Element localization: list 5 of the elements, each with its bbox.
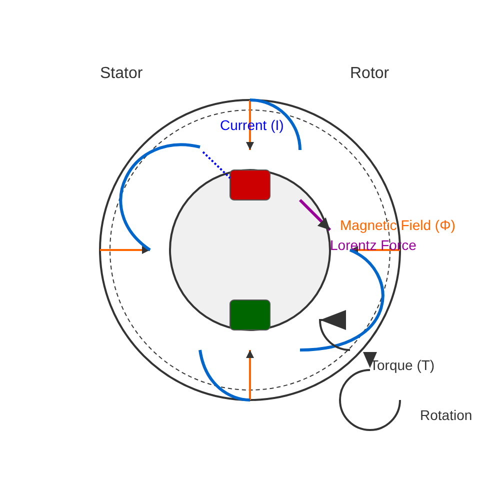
field-label: Magnetic Field (Φ): [340, 217, 456, 233]
part-label: Stator: [100, 66, 143, 82]
rotation-label: Rotation: [420, 407, 472, 423]
torque-label: Torque (T): [370, 357, 435, 373]
part-label: Rotor: [350, 66, 390, 82]
